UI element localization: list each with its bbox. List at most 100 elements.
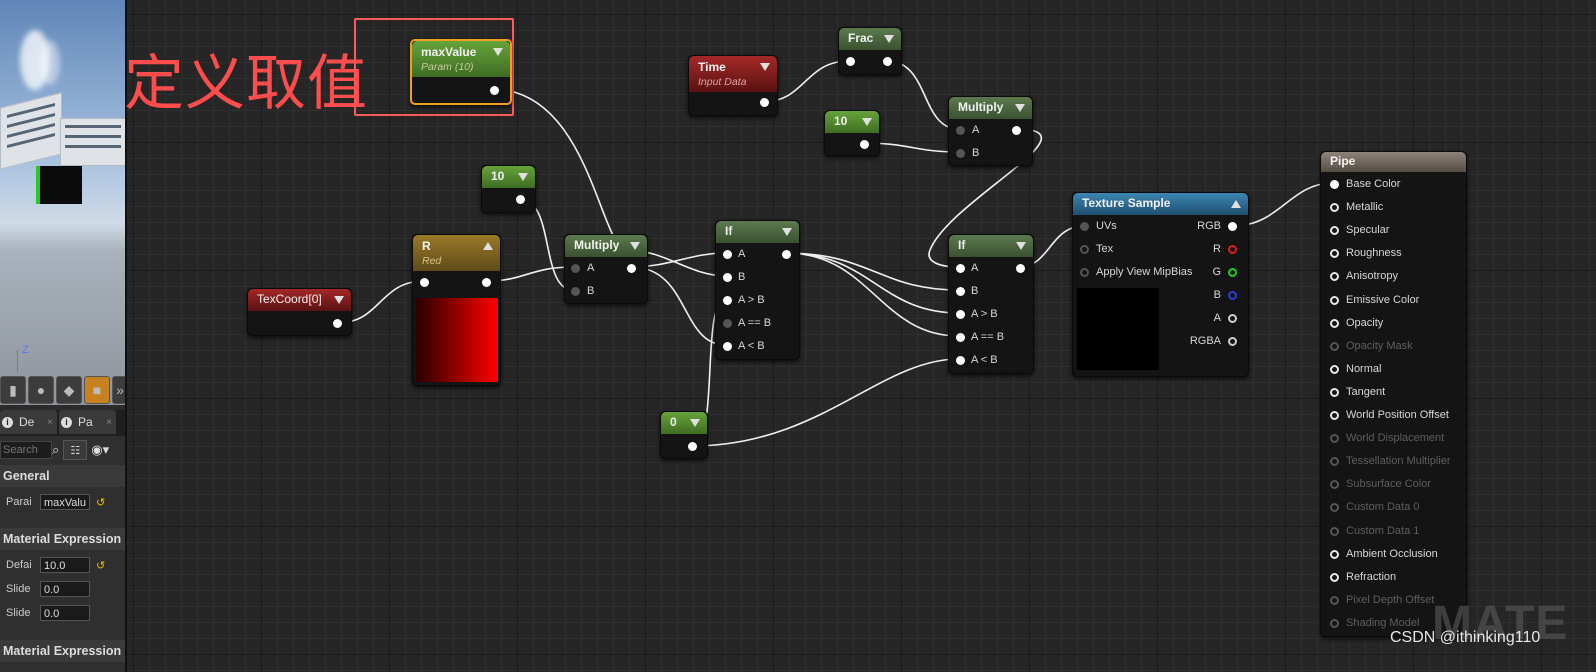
node-header[interactable]: If xyxy=(949,235,1033,257)
eye-icon[interactable]: ◉▾ xyxy=(91,442,110,457)
node-header[interactable]: R Red xyxy=(413,235,500,271)
output-pin[interactable] xyxy=(333,319,342,328)
cylinder-shape-icon[interactable]: ▮ xyxy=(0,376,26,404)
collapse-arrow-icon[interactable] xyxy=(862,118,872,126)
input-pin[interactable] xyxy=(723,319,732,328)
node-texture-sample[interactable]: Texture Sample UVs Tex Apply View MipBia… xyxy=(1072,192,1249,377)
collapse-arrow-icon[interactable] xyxy=(493,48,503,56)
node-multiply-top[interactable]: Multiply A B xyxy=(948,96,1033,166)
node-constant-10[interactable]: 10 xyxy=(824,110,880,156)
input-pin[interactable] xyxy=(1330,549,1339,559)
input-pin[interactable] xyxy=(1080,268,1089,277)
section-material-expression-scalar[interactable]: Material Expression S xyxy=(0,528,125,550)
input-pin[interactable] xyxy=(1330,295,1339,305)
input-pin[interactable] xyxy=(723,250,732,259)
input-pin[interactable] xyxy=(1330,364,1339,374)
output-pin[interactable] xyxy=(1228,291,1237,300)
input-pin[interactable] xyxy=(1330,341,1339,351)
node-header[interactable]: Pipe xyxy=(1321,152,1466,172)
output-pin[interactable] xyxy=(760,98,769,107)
reset-arrow-icon[interactable]: ↺ xyxy=(96,559,106,572)
node-constant-0[interactable]: 0 xyxy=(660,411,708,459)
node-maxvalue[interactable]: maxValue Param (10) xyxy=(410,39,512,105)
node-header[interactable]: Frac xyxy=(839,28,901,50)
input-pin[interactable] xyxy=(1330,411,1339,420)
node-frac[interactable]: Frac xyxy=(838,27,902,75)
section-general[interactable]: General xyxy=(0,465,125,487)
input-pin[interactable] xyxy=(956,310,965,319)
collapse-arrow-icon[interactable] xyxy=(518,173,528,181)
collapse-arrow-icon[interactable] xyxy=(630,242,640,250)
section-material-expression[interactable]: Material Expression xyxy=(0,640,125,662)
search-input[interactable] xyxy=(0,441,52,459)
output-pin[interactable] xyxy=(627,264,636,273)
input-pin[interactable] xyxy=(723,296,732,305)
collapse-arrow-icon[interactable] xyxy=(1231,200,1241,208)
input-pin[interactable] xyxy=(1330,434,1339,444)
input-pin[interactable] xyxy=(956,264,965,273)
output-pin[interactable] xyxy=(1228,245,1237,254)
output-pin[interactable] xyxy=(1012,126,1021,135)
input-pin[interactable] xyxy=(956,356,965,365)
node-header[interactable]: If xyxy=(716,221,799,243)
input-pin[interactable] xyxy=(846,57,855,66)
node-header[interactable]: 10 xyxy=(482,166,535,188)
input-pin[interactable] xyxy=(1330,203,1339,213)
output-pin[interactable] xyxy=(516,195,525,204)
node-header[interactable]: Multiply xyxy=(565,235,647,257)
panel-divider[interactable] xyxy=(125,0,127,672)
output-pin[interactable] xyxy=(883,57,892,66)
list-view-icon[interactable]: ☷ xyxy=(63,440,88,460)
output-pin[interactable] xyxy=(860,140,869,149)
material-preview-viewport[interactable]: Z ▮ ● ◆ ■ » xyxy=(0,0,125,405)
node-header[interactable]: Multiply xyxy=(949,97,1032,119)
output-pin[interactable] xyxy=(490,86,499,95)
output-pin[interactable] xyxy=(1228,268,1237,277)
output-pin[interactable] xyxy=(1016,264,1025,273)
node-header[interactable]: 10 xyxy=(825,111,879,133)
input-pin[interactable] xyxy=(571,287,580,296)
output-pin[interactable] xyxy=(482,278,491,287)
input-pin[interactable] xyxy=(1330,595,1339,605)
input-pin[interactable] xyxy=(956,126,965,135)
input-pin[interactable] xyxy=(1330,480,1339,490)
input-pin[interactable] xyxy=(1330,387,1339,397)
input-pin[interactable] xyxy=(420,278,429,287)
node-texcoord[interactable]: TexCoord[0] xyxy=(247,288,352,336)
input-pin[interactable] xyxy=(723,342,732,351)
input-pin[interactable] xyxy=(1330,526,1339,536)
slider-max-field[interactable]: 0.0 xyxy=(40,605,90,621)
input-pin[interactable] xyxy=(723,273,732,282)
output-pin[interactable] xyxy=(1228,222,1237,231)
reset-arrow-icon[interactable]: ↺ xyxy=(96,496,106,509)
input-pin[interactable] xyxy=(571,264,580,273)
node-time[interactable]: Time Input Data xyxy=(688,55,778,116)
plane-shape-icon[interactable]: ◆ xyxy=(56,376,82,404)
search-icon[interactable]: ⌕ xyxy=(52,442,60,457)
input-pin[interactable] xyxy=(1330,318,1339,328)
input-pin[interactable] xyxy=(1330,249,1339,259)
input-pin[interactable] xyxy=(1080,222,1089,231)
slider-min-field[interactable]: 0.0 xyxy=(40,581,90,597)
input-pin[interactable] xyxy=(1330,180,1339,189)
collapse-arrow-icon[interactable] xyxy=(760,63,770,71)
input-pin[interactable] xyxy=(1330,618,1339,628)
close-icon[interactable]: × xyxy=(47,416,53,428)
node-header[interactable]: maxValue Param (10) xyxy=(412,41,510,77)
output-pin[interactable] xyxy=(1228,337,1237,346)
close-icon[interactable]: × xyxy=(106,416,112,428)
input-pin[interactable] xyxy=(1330,503,1339,513)
tab-details[interactable]: i De × xyxy=(0,410,57,434)
collapse-arrow-icon[interactable] xyxy=(690,419,700,427)
collapse-arrow-icon[interactable] xyxy=(884,35,894,43)
node-header[interactable]: Time Input Data xyxy=(689,56,777,92)
collapse-arrow-icon[interactable] xyxy=(782,228,792,236)
node-constant-10[interactable]: 10 xyxy=(481,165,536,213)
node-header[interactable]: Texture Sample xyxy=(1073,193,1248,215)
input-pin[interactable] xyxy=(1330,572,1339,582)
tab-parameters[interactable]: i Pa × xyxy=(59,410,116,434)
sphere-shape-icon[interactable]: ● xyxy=(28,376,54,404)
output-pin[interactable] xyxy=(1228,314,1237,323)
input-pin[interactable] xyxy=(956,333,965,342)
